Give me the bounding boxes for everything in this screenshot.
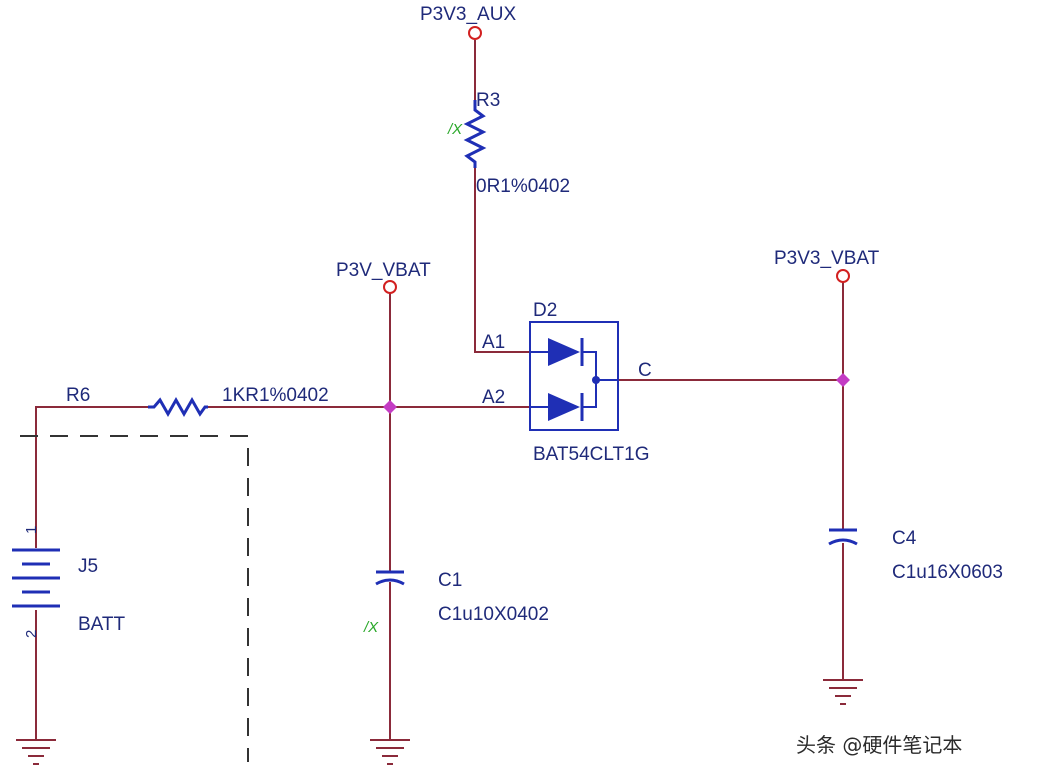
wire-r3-a1 <box>474 168 530 353</box>
j5-pin-2: 2 <box>23 630 40 638</box>
dashed-outline <box>20 435 249 762</box>
r3-ref: R3 <box>476 90 500 111</box>
c4-value: C1u16X0603 <box>892 562 1003 583</box>
r6-resistor-symbol <box>148 396 208 418</box>
junction-p3v3-vbat <box>836 373 850 387</box>
r3-resistor-symbol <box>463 100 487 168</box>
c1-ref: C1 <box>438 570 462 591</box>
ground-symbol-c4 <box>823 679 863 705</box>
port-p3v-vbat <box>383 280 397 294</box>
net-label-p3v3-vbat: P3V3_VBAT <box>774 248 880 269</box>
d2-value: BAT54CLT1G <box>533 444 650 465</box>
d2-ref: D2 <box>533 300 557 321</box>
ground-symbol-c1 <box>370 739 410 765</box>
c1-mark: /X <box>363 619 379 636</box>
r6-value: 1KR1%0402 <box>222 385 329 406</box>
port-p3v3-vbat <box>836 269 850 283</box>
j5-value: BATT <box>78 614 126 635</box>
j5-pin-1: 1 <box>23 526 40 534</box>
c1-capacitor-symbol <box>375 570 405 586</box>
d2-body <box>529 321 619 431</box>
d2-lower-diode <box>548 393 580 421</box>
wires <box>35 40 844 740</box>
j5-ref: J5 <box>78 556 98 577</box>
watermark-text: 头条 @硬件笔记本 <box>796 733 962 757</box>
net-label-p3v-vbat: P3V_VBAT <box>336 260 431 281</box>
r3-value: 0R1%0402 <box>476 176 570 197</box>
junctions <box>383 373 850 414</box>
port-p3v3-aux <box>468 26 482 40</box>
j5-battery-symbol <box>12 540 60 608</box>
c4-capacitor-symbol <box>828 528 858 546</box>
net-label-p3v3-aux: P3V3_AUX <box>420 4 516 25</box>
c1-value: C1u10X0402 <box>438 604 549 625</box>
r6-ref: R6 <box>66 385 90 406</box>
power-ports <box>383 26 850 294</box>
c4-ref: C4 <box>892 528 917 549</box>
d2-diode-symbol <box>529 321 619 431</box>
d2-pin-c: C <box>638 360 652 381</box>
junction-p3v-vbat <box>383 400 397 414</box>
ground-symbol-j5 <box>16 739 56 765</box>
d2-pin-a1: A1 <box>482 332 505 353</box>
d2-pin-a2: A2 <box>482 387 505 408</box>
wire-j5-r6 <box>35 406 148 540</box>
ground-symbols <box>16 679 863 765</box>
d2-upper-diode <box>548 338 580 366</box>
r3-mark: /X <box>447 121 463 138</box>
